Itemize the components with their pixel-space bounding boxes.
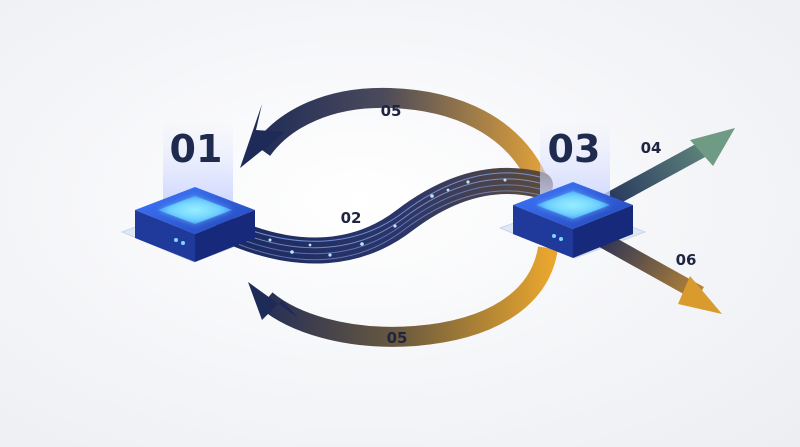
node-03-indicator-light [552, 234, 556, 238]
top-arc-arrow [240, 87, 550, 190]
node-01-label: 01 [170, 127, 223, 171]
cable-bundle [215, 167, 553, 264]
node-03[interactable]: 03 [513, 122, 633, 258]
top-arc-label: 05 [381, 102, 402, 120]
bottom-arc-label: 05 [387, 329, 408, 347]
lower-arrow-label: 06 [676, 251, 697, 269]
lower-right-arrow [592, 229, 722, 314]
bottom-arc-arrow [248, 246, 558, 347]
node-01-indicator-light [181, 241, 185, 245]
upper-arrow-label: 04 [641, 139, 662, 157]
node-01-indicator-light [174, 238, 178, 242]
upper-right-arrow [591, 128, 735, 216]
node-01[interactable]: 01 [135, 122, 255, 262]
node-03-indicator-light [559, 237, 563, 241]
node-03-label: 03 [548, 127, 601, 171]
cable-label: 02 [341, 209, 362, 227]
